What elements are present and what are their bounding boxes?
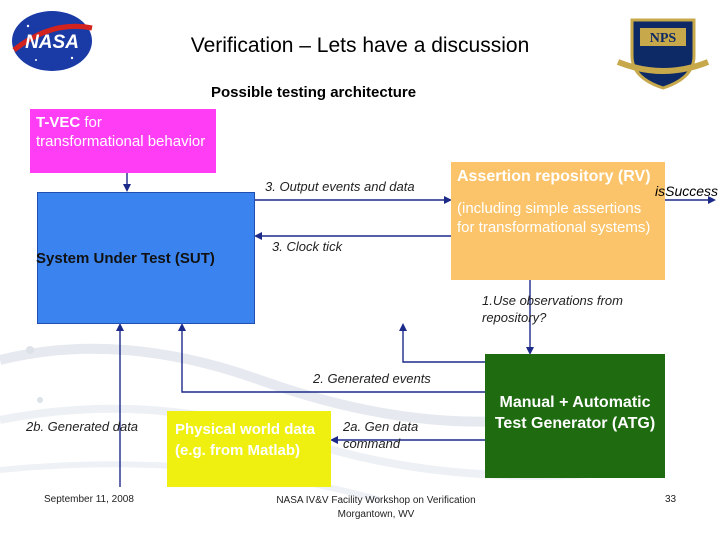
slide-title: Verification – Lets have a discussion xyxy=(190,34,530,57)
tvec-description: for transformational behavior xyxy=(36,114,206,150)
rv-title: Assertion repository (RV) xyxy=(457,168,651,185)
footer-date: September 11, 2008 xyxy=(44,494,134,505)
atg-box: Manual + Automatic Test Generator (ATG) xyxy=(485,354,665,478)
assertion-repository-box: Assertion repository (RV) (including sim… xyxy=(451,162,665,280)
tvec-title: T-VEC xyxy=(36,114,81,131)
footer-conference: NASA IV&V Facility Workshop on Verificat… xyxy=(276,495,476,520)
footer-page-number: 33 xyxy=(665,494,677,505)
output-events-label: 3. Output events and data xyxy=(265,179,415,194)
generated-data-label: 2b. Generated data xyxy=(26,419,139,434)
sut-box xyxy=(37,192,255,324)
generated-events-label: 2. Generated events xyxy=(313,371,431,386)
sut-label: System Under Test (SUT) xyxy=(36,250,215,267)
use-observations-label: 1.Use observations from repository? xyxy=(482,293,623,325)
nasa-logo-text: NASA xyxy=(25,32,79,53)
physical-world-box: Physical world data (e.g. from Matlab) xyxy=(167,411,331,487)
nps-logo: NPS xyxy=(616,18,710,90)
clock-tick-label: 3. Clock tick xyxy=(272,239,343,254)
slide-subtitle: Possible testing architecture xyxy=(211,84,417,101)
tvec-box: T-VEC for transformational behavior xyxy=(30,109,216,173)
rv-description: (including simple assertions for transfo… xyxy=(457,200,651,236)
nasa-logo: NASA xyxy=(12,11,93,71)
nps-logo-text: NPS xyxy=(650,31,677,46)
is-success-label: isSuccess xyxy=(655,183,719,199)
gen-data-command-label: 2a. Gen data command xyxy=(343,419,419,451)
